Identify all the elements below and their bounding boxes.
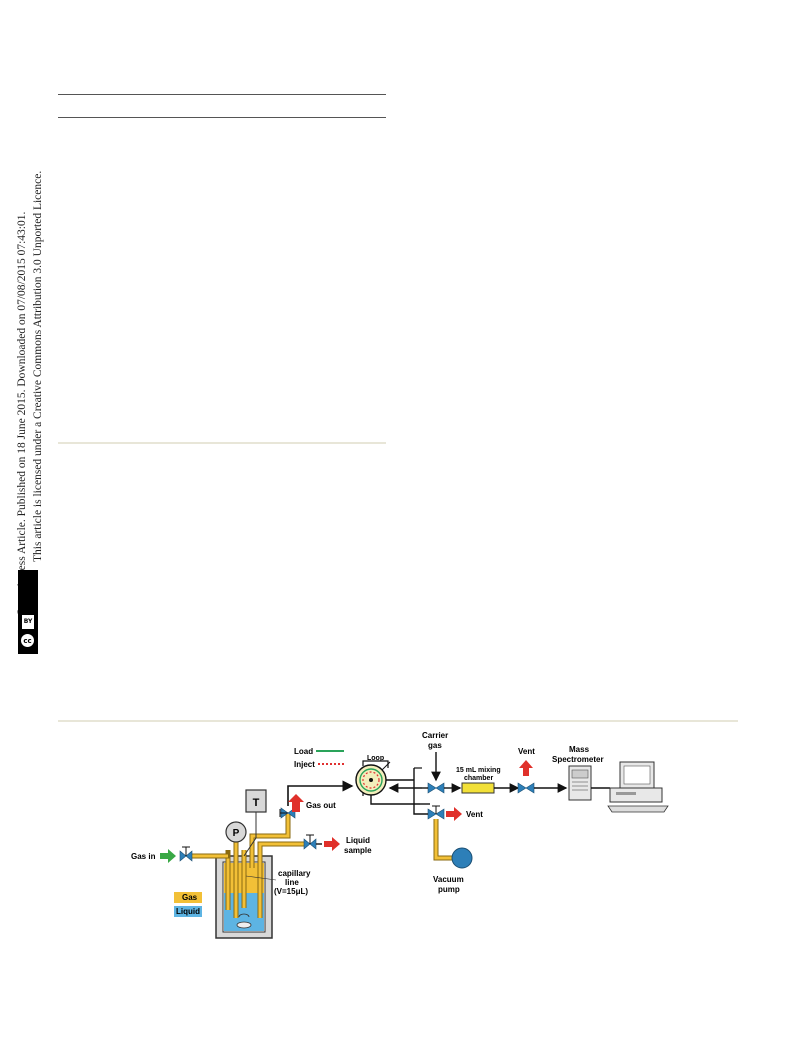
temperature-sensor-label: T [253,797,260,809]
capillary-label-3: (V=15μL) [274,887,308,896]
vacuum-pump-icon [451,847,473,869]
table-top-rule [58,94,386,95]
mass-spec-label-1: Mass [569,745,590,754]
vent-top-label: Vent [518,747,535,756]
stirring-icon [238,913,250,918]
experimental-setup-figure: Load Inject Gas in P T Gas out [120,728,680,946]
pressure-gauge-label: P [233,828,240,839]
cc-by-badge[interactable]: BY cc [18,570,38,654]
cc-by-label: BY [22,615,34,629]
carrier-gas-valve-icon[interactable] [427,782,445,794]
capillary-label-1: capillary [278,869,311,878]
gas-in-label: Gas in [131,852,156,861]
gas-in-arrow-icon [160,849,176,863]
gas-out-valve-icon[interactable] [279,807,296,819]
capillary-label-2: line [285,878,299,887]
license-notice-line: This article is licensed under a Creativ… [32,170,44,562]
vacuum-pump-label-1: Vacuum [433,875,464,884]
vent-top-arrow-icon [519,760,533,776]
liquid-sample-label-2: sample [344,846,372,855]
table-bottom-rule [58,442,386,444]
inject-legend-label: Inject [294,760,315,769]
carrier-gas-label-2: gas [428,741,442,750]
table-header-rule [58,117,386,118]
carrier-gas-label-1: Carrier [422,731,448,740]
mixing-chamber-label-2: chamber [464,775,493,782]
liquid-sample-label-1: Liquid [346,836,370,845]
mixing-chamber [461,782,495,794]
mixing-chamber-label-1: 15 mL mixing [456,767,501,774]
publication-notice-line: Open Access Article. Published on 18 Jun… [16,211,28,616]
vent-top-valve-icon[interactable] [517,782,535,794]
liquid-legend-swatch [174,906,202,917]
stir-bar [236,921,252,929]
liquid-sample-valve-icon[interactable] [303,834,317,850]
gas-legend-label: Gas [182,893,198,902]
cc-icon: cc [20,633,35,648]
vent-mid-arrow-icon [446,807,462,821]
gas-out-line [287,780,354,806]
loop-label: Loop [367,755,384,762]
liquid-legend-label: Liquid [176,907,200,916]
mass-spectrometer-icon [568,765,592,801]
vent-mid-valve-icon[interactable] [427,805,445,820]
vacuum-pump-label-2: pump [438,885,460,894]
gas-in-valve-icon[interactable] [179,846,193,862]
figure-top-rule [58,720,738,722]
gas-out-label: Gas out [306,801,336,810]
load-legend-label: Load [294,747,313,756]
gas-out-arrow-icon [288,794,304,812]
license-side-notice: Open Access Article. Published on 18 Jun… [0,0,60,1039]
mass-spec-label-2: Spectrometer [552,755,604,764]
liquid-sample-arrow-icon [324,837,340,851]
pressure-gauge-icon [225,821,247,843]
computer-icon [607,761,669,813]
vent-mid-label: Vent [466,810,483,819]
setup-diagram-svg: Load Inject Gas in P T Gas out [131,731,669,939]
gas-legend-swatch [174,892,202,903]
